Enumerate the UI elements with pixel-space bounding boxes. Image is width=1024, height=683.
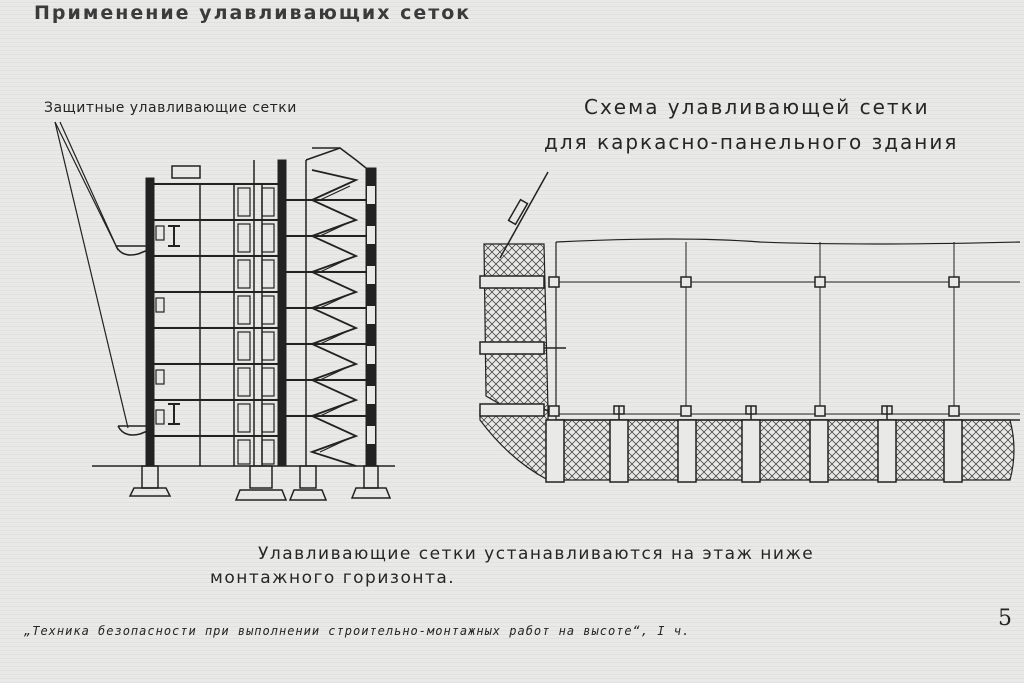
lower-net-bracket — [117, 425, 151, 436]
page-title: Применение улавливающих сеток — [34, 2, 472, 24]
building-section — [54, 121, 395, 501]
column-grid — [556, 242, 1020, 421]
source-note: „Техника безопасности при выполнении стр… — [24, 624, 691, 638]
columns — [199, 160, 307, 466]
page-number: 5 — [998, 606, 1012, 631]
right-wall-openings — [367, 186, 375, 444]
floor-slabs — [154, 183, 366, 437]
column-squares — [548, 276, 960, 417]
net-posts — [545, 419, 963, 483]
left-wall — [145, 177, 155, 467]
caption-line1: Улавливающие сетки устанавливаются на эт… — [258, 544, 815, 564]
beam-sections — [168, 225, 180, 425]
net-scheme-plan — [479, 171, 1021, 483]
edge-brackets — [479, 275, 566, 417]
staircase — [309, 169, 359, 467]
edge-net — [483, 243, 549, 411]
label-leaders — [54, 121, 129, 429]
nets-label: Защитные улавливающие сетки — [44, 100, 297, 116]
scheme-title-line1: Схема улавливающей сетки — [584, 95, 930, 119]
scheme-title-line2: для каркасно-панельного здания — [544, 130, 959, 154]
upper-net-bracket — [115, 245, 150, 256]
footings — [128, 465, 392, 501]
hook-symbol — [507, 198, 529, 226]
slab-outline — [555, 238, 1021, 245]
caption-line2: монтажного горизонта. — [210, 568, 456, 588]
roof — [171, 147, 367, 179]
windows — [155, 187, 275, 465]
staircase-inner — [319, 185, 351, 453]
core-wall — [277, 159, 287, 467]
post-caps — [613, 405, 893, 420]
